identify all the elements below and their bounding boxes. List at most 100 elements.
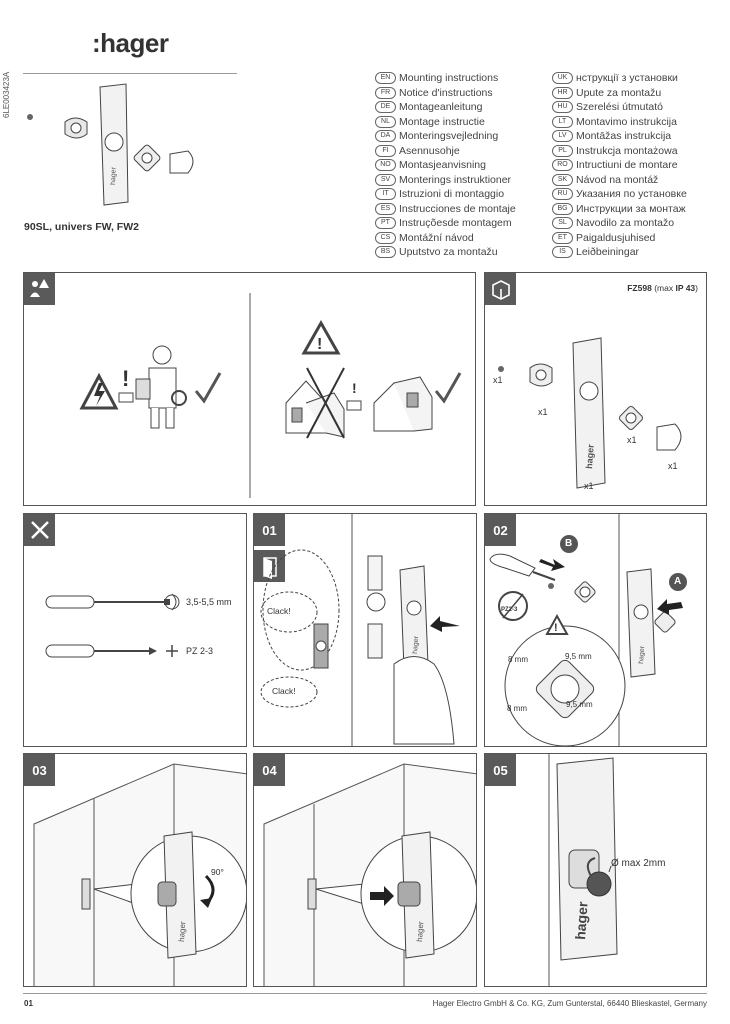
step-02-panel: 02 hager B A PZ2-3 ! 8 mm 9,5 m [484, 513, 707, 747]
qty-plate: x1 [584, 481, 594, 491]
language-label: Instrucciones de montaje [399, 202, 516, 215]
language-code-badge: RU [552, 188, 573, 201]
language-label: Navodilo za montažo [576, 217, 675, 230]
box-icon [485, 273, 516, 305]
language-code-badge: RO [552, 159, 573, 172]
language-code-badge: PT [375, 217, 396, 230]
pz-badge [498, 591, 528, 621]
step04-plate-brand: hager [415, 921, 425, 942]
language-code-badge: DA [375, 130, 396, 143]
dim-bottom-left: 8 mm [507, 704, 527, 713]
pz-badge-label: PZ2-3 [501, 607, 518, 613]
dim-top-right: 9,5 mm [565, 652, 592, 661]
header-divider [23, 73, 237, 74]
dim-bottom-right: 9,5 mm [566, 700, 593, 709]
language-label: Intructiuni de montare [576, 159, 678, 172]
language-label: Montavimo instrukcija [576, 115, 677, 128]
warning-mark: ! [554, 622, 558, 634]
language-code-badge: SV [375, 173, 396, 186]
product-overview-illustration: hager [27, 83, 194, 206]
svg-text:!: ! [352, 380, 357, 396]
kit-part-code: FZ598 (max IP 43) [627, 283, 698, 293]
pz-size-label: PZ 2-3 [186, 646, 214, 656]
language-label: Monterings instruktioner [399, 173, 512, 186]
step-05-number: 05 [485, 754, 516, 786]
clack-bottom-label: Clack! [272, 686, 296, 696]
step-04-panel: 04 hager [253, 753, 477, 987]
electrician-figure [135, 345, 187, 429]
electric-hazard-icon [79, 372, 119, 410]
phillips-screwdriver-icon [45, 644, 157, 658]
dim-top-left: 8 mm [508, 655, 528, 664]
clack-top-label: Clack! [267, 606, 291, 616]
language-code-badge: SK [552, 173, 573, 186]
footer-divider [23, 993, 707, 994]
screwdriver-illustration [489, 553, 556, 581]
language-code-badge: EN [375, 72, 396, 85]
door-open-icon [254, 550, 285, 582]
step-01-number: 01 [254, 514, 285, 546]
footer-address: Hager Electro GmbH & Co. KG, Zum Gunters… [432, 999, 707, 1008]
language-label: Upute za montažu [576, 86, 662, 99]
language-label: Paigaldusjuhised [576, 231, 656, 244]
language-label: Notice d'instructions [399, 86, 493, 99]
step03-plate-brand: hager [177, 921, 187, 942]
step02-plate-brand: hager [638, 645, 646, 664]
qty-cap: x1 [668, 461, 678, 471]
language-code-badge: HR [552, 86, 573, 99]
language-label: Návod na montáž [576, 173, 659, 186]
flat-size-label: 3,5-5,5 mm [186, 597, 232, 607]
padlock-icon [586, 857, 612, 897]
language-label: Инструкции за монтаж [576, 202, 686, 215]
language-label: Mounting instructions [399, 72, 499, 85]
language-code-badge: IS [552, 246, 573, 259]
step01-plate-brand: hager [412, 635, 420, 654]
house-ok-icon [373, 376, 433, 432]
language-label: Montageanleitung [399, 101, 483, 114]
tools-icon [24, 514, 55, 546]
product-title: 90SL, univers FW, FW2 [24, 221, 139, 233]
language-label: Указания по установке [576, 188, 687, 201]
language-code-badge: LV [552, 130, 573, 143]
language-code-badge: DE [375, 101, 396, 114]
step-05-panel: 05 hager Ø max 2mm [484, 753, 707, 987]
qty-screw: x1 [493, 375, 503, 385]
language-label: Monteringsvejledning [399, 130, 499, 143]
qty-nut: x1 [627, 435, 637, 445]
house-crossed-out-icon [285, 367, 345, 439]
language-code-badge: FI [375, 144, 396, 157]
step-02-number: 02 [485, 514, 516, 546]
language-code-badge: UK [552, 72, 573, 85]
safety-panel: ! ! ! [23, 272, 476, 506]
language-code-badge: BS [375, 246, 396, 259]
language-code-badge: BG [552, 202, 573, 215]
flat-screwdriver-icon [45, 595, 170, 609]
marker-b-label: B [565, 538, 573, 549]
language-code-badge: CS [375, 231, 396, 244]
step-01-panel: 01 hager Clack! Clack! [253, 513, 477, 747]
language-label: Leiðbeiningar [576, 246, 640, 259]
overview-plate-brand: hager [110, 166, 118, 185]
language-code-badge: HU [552, 101, 573, 114]
